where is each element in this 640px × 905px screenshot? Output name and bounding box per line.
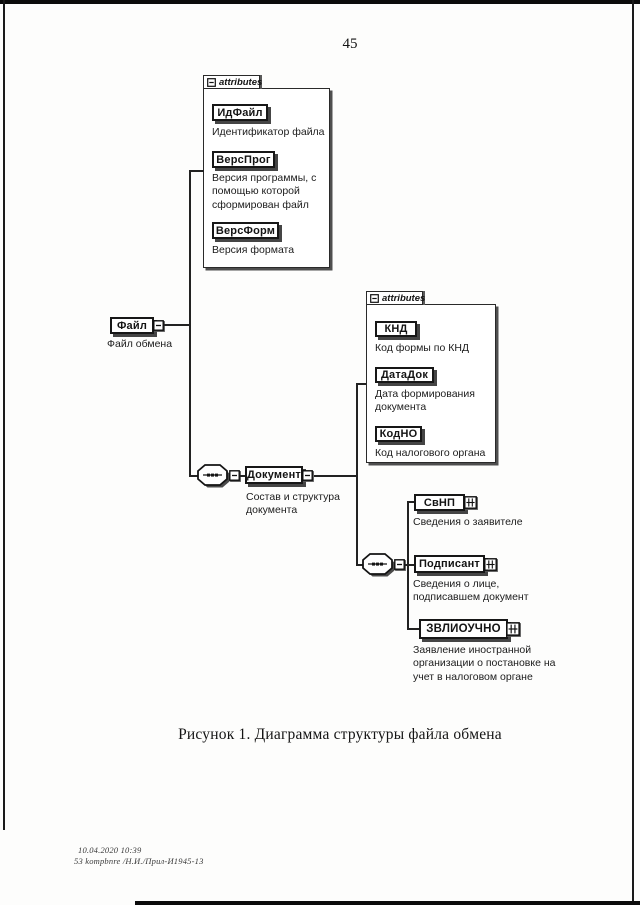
element-file-label: Файл — [116, 319, 148, 332]
connector-line — [356, 383, 367, 385]
attribute-idfail-box: ИдФайл — [212, 104, 268, 121]
scan-border-left — [3, 0, 5, 830]
scan-border-right — [632, 0, 634, 905]
attribute-datadok-desc: Дата формирования документа — [375, 388, 475, 414]
attribute-knd-box: КНД — [375, 321, 417, 337]
attribute-versform-desc: Версия формата — [212, 244, 295, 256]
element-document-label: Документ — [246, 469, 302, 481]
attribute-kodno-label: КодНО — [379, 428, 418, 440]
element-document-desc: Состав и структура документа — [246, 491, 340, 517]
figure-caption: Рисунок 1. Диаграмма структуры файла обм… — [178, 726, 502, 743]
attribute-datadok-box: ДатаДок — [375, 367, 434, 383]
scan-border-bottom — [135, 901, 640, 905]
attribute-knd-desc: Код формы по КНД — [375, 342, 470, 354]
attribute-versform-box: ВерсФорм — [212, 222, 279, 239]
connector-line — [407, 628, 420, 630]
expand-minus-icon — [229, 470, 240, 481]
footer-timestamp: 10.04.2020 10:39 — [78, 845, 142, 855]
attribute-versform-label: ВерсФорм — [215, 224, 276, 237]
attributes1-tab: attributes — [203, 75, 263, 89]
connector-line — [314, 475, 358, 477]
sequence-icon — [362, 553, 396, 578]
scan-border-top — [0, 0, 640, 4]
element-zvliouchno-desc: Заявление иностранной организации о пост… — [413, 644, 556, 683]
connector-line — [189, 475, 200, 477]
attribute-versprog-box: ВерсПрог — [212, 151, 275, 168]
connector-line — [356, 564, 366, 566]
connector-line — [407, 501, 415, 503]
connector-line — [189, 170, 204, 172]
expand-minus-icon-document — [302, 470, 313, 481]
attribute-kodno-desc: Код налогового органа — [375, 447, 486, 459]
element-svnp-label: СвНП — [423, 496, 456, 509]
attribute-knd-label: КНД — [384, 323, 408, 335]
attribute-idfail-label: ИдФайл — [217, 106, 263, 119]
connector-line — [164, 324, 190, 326]
connector-line — [407, 564, 415, 566]
element-zvliouchno-box: ЗВЛИОУЧНО — [419, 619, 508, 639]
connector-line — [407, 502, 409, 630]
element-document-box: Документ — [245, 466, 303, 484]
sequence-icon — [197, 464, 231, 489]
attribute-versprog-label: ВерсПрог — [216, 153, 271, 166]
attributes1-tab-label: attributes — [219, 76, 263, 88]
element-file-box: Файл — [110, 317, 154, 334]
collapse-minus-icon — [207, 77, 216, 87]
element-svnp-box: СвНП — [414, 494, 465, 511]
expand-plus-grid-icon-svnp — [464, 496, 477, 509]
expand-plus-grid-icon-podpisant — [484, 558, 497, 571]
element-podpisant-label: Подписант — [418, 558, 481, 570]
expand-minus-icon-file — [153, 320, 164, 331]
connector-line — [356, 383, 358, 566]
attribute-versprog-desc: Версия программы, с помощью которой сфор… — [212, 172, 317, 211]
element-podpisant-desc: Сведения о лице, подписавшем документ — [413, 578, 529, 604]
element-file-desc: Файл обмена — [107, 338, 173, 350]
element-svnp-desc: Сведения о заявителе — [413, 516, 523, 528]
attribute-kodno-box: КодНО — [375, 426, 422, 442]
collapse-minus-icon — [370, 293, 379, 303]
page-number: 45 — [342, 36, 358, 52]
footer-file-reference: 53 kompbnre /Н.И./Прил-И1945-13 — [74, 856, 204, 866]
attributes2-tab: attributes — [366, 291, 426, 305]
element-zvliouchno-label: ЗВЛИОУЧНО — [426, 623, 501, 635]
expand-plus-grid-icon-zvliouchno — [506, 622, 520, 636]
connector-line — [240, 475, 246, 477]
attributes2-tab-label: attributes — [382, 292, 426, 304]
attribute-datadok-label: ДатаДок — [380, 369, 429, 381]
element-podpisant-box: Подписант — [414, 555, 485, 573]
attribute-idfail-desc: Идентификатор файла — [212, 126, 325, 138]
connector-line — [189, 170, 191, 477]
expand-minus-icon — [394, 559, 405, 570]
